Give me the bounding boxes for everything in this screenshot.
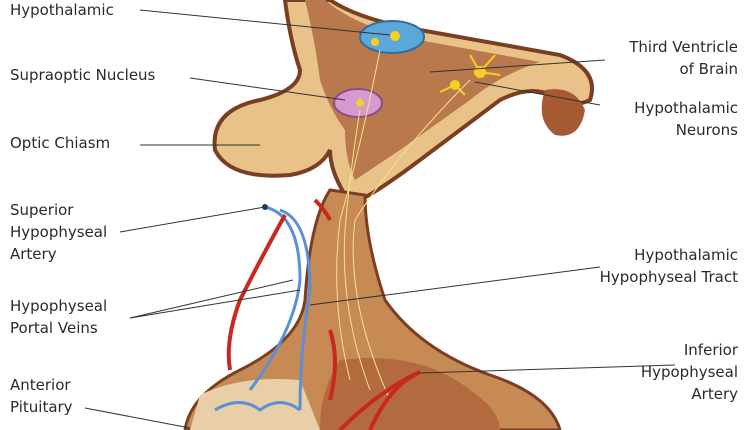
label-line: Hypophyseal Tract bbox=[599, 268, 738, 286]
nerve-tract bbox=[336, 49, 471, 401]
label-line: Anterior bbox=[10, 376, 71, 394]
label-line: Hypophyseal bbox=[640, 363, 738, 381]
label-line: Pituitary bbox=[10, 398, 73, 416]
neurons bbox=[356, 31, 501, 107]
label-line: Artery bbox=[691, 385, 738, 403]
label-hypophyseal-portal-veins: Hypophyseal Portal Veins bbox=[10, 295, 107, 339]
anterior-lobe bbox=[190, 379, 320, 430]
mammillary-bump bbox=[541, 89, 585, 136]
label-line: Hypophyseal bbox=[10, 297, 108, 315]
label-line: of Brain bbox=[679, 60, 738, 78]
label-line: Inferior bbox=[683, 341, 738, 359]
label-line: Superior bbox=[10, 201, 74, 219]
label-line: Hypothalamic bbox=[634, 99, 738, 117]
label-supraoptic-nucleus: Supraoptic Nucleus bbox=[10, 66, 156, 84]
label-hypothalamic-neurons: Hypothalamic Neurons bbox=[634, 97, 738, 141]
label-line: Third Ventricle bbox=[629, 38, 738, 56]
label-superior-hypophyseal-artery: Superior Hypophyseal Artery bbox=[10, 199, 107, 265]
label-hypothalamic: Hypothalamic bbox=[10, 1, 114, 19]
label-hypothalamic-hypophyseal-tract: Hypothalamic Hypophyseal Tract bbox=[600, 244, 738, 288]
label-inferior-hypophyseal-artery: Inferior Hypophyseal Artery bbox=[641, 339, 738, 405]
label-anterior-pituitary: Anterior Pituitary bbox=[10, 374, 73, 418]
label-line: Neurons bbox=[675, 121, 738, 139]
label-line: Artery bbox=[10, 245, 57, 263]
leader-lines bbox=[84, 9, 676, 429]
label-optic-chiasm: Optic Chiasm bbox=[10, 134, 111, 152]
label-line: Hypothalamic bbox=[634, 246, 738, 264]
label-line: Portal Veins bbox=[10, 319, 98, 337]
label-line: Hypophyseal bbox=[10, 223, 108, 241]
label-third-ventricle: Third Ventricle of Brain bbox=[629, 36, 738, 80]
